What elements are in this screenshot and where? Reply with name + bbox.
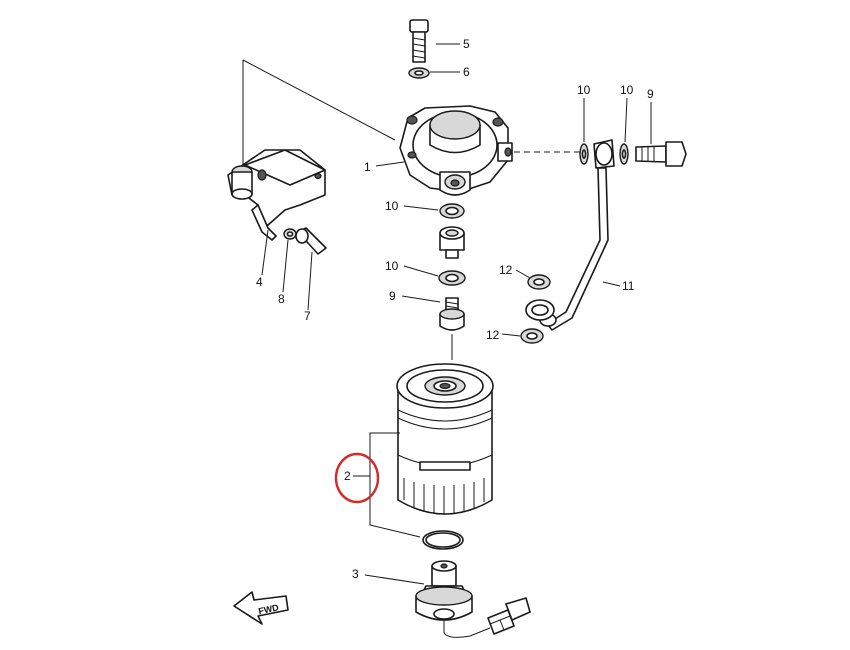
banjo-fitting [593, 139, 615, 169]
bolt-5 [409, 19, 429, 63]
washer-12-a [527, 274, 551, 290]
banjo-bolt-9-top [635, 141, 687, 167]
callout-11: 11 [622, 279, 635, 293]
callouts: 5 6 1 10 10 9 10 10 9 11 12 12 4 8 7 2 3 [256, 37, 654, 581]
callout-10-right-b: 10 [620, 83, 634, 97]
filter-head [399, 105, 513, 196]
fwd-label: FWD [257, 602, 280, 616]
water-sensor [415, 560, 531, 638]
callout-10-center-b: 10 [385, 259, 399, 273]
filter-cartridge [396, 363, 494, 515]
fuel-pipe [525, 167, 609, 331]
washer-6 [408, 67, 430, 79]
callout-12-b: 12 [486, 328, 500, 342]
washer-10-center-a [439, 203, 465, 219]
washer-10-center-b [438, 270, 466, 286]
callout-7: 7 [304, 309, 311, 323]
callout-3: 3 [352, 567, 359, 581]
callout-5: 5 [463, 37, 470, 51]
callout-12-a: 12 [499, 263, 513, 277]
callout-4: 4 [256, 275, 263, 289]
callout-6: 6 [463, 65, 470, 79]
callout-10-center-a: 10 [385, 199, 399, 213]
fwd-direction-marker: FWD [233, 591, 289, 625]
callout-9-center: 9 [389, 289, 396, 303]
callout-2: 2 [344, 469, 351, 483]
o-ring [422, 530, 464, 550]
callout-9-top: 9 [647, 87, 654, 101]
highlight-circle [334, 452, 380, 504]
callout-8: 8 [278, 292, 285, 306]
callout-1: 1 [364, 160, 371, 174]
washer-10-right-b [619, 143, 629, 165]
bolt-9-center [439, 297, 465, 331]
washer-12-b [520, 328, 544, 344]
washer-10-right-a [579, 143, 589, 165]
callout-10-right-a: 10 [577, 83, 591, 97]
bracket-assembly [227, 59, 396, 255]
union-fitting [439, 226, 465, 259]
leader-lines [261, 43, 652, 585]
